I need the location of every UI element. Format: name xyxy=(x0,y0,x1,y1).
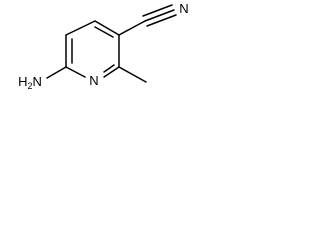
double-bond-n1-c2 xyxy=(103,64,115,73)
ring-nitrogen-label: N xyxy=(89,73,98,88)
nitrile-triple-bond-1 xyxy=(144,9,175,22)
ring-bond-c6-n1 xyxy=(65,66,86,78)
ring-bond-n1-c2 xyxy=(103,66,120,78)
nitrile-triple-bond-3 xyxy=(146,14,177,27)
ring-bond-c4-c5 xyxy=(65,20,96,36)
double-bond-c3-c4 xyxy=(94,26,114,38)
methyl-bond xyxy=(118,66,147,83)
ring-bond-c3-c4 xyxy=(94,20,120,36)
amino-group-label: H2N xyxy=(18,74,42,91)
molecule-structure: N H2N N xyxy=(18,1,189,91)
nitrile-link-bond xyxy=(118,20,146,36)
amino-bond xyxy=(46,66,67,79)
nitrile-triple-bond-2 xyxy=(142,4,173,17)
nitrile-nitrogen-label: N xyxy=(179,1,188,16)
